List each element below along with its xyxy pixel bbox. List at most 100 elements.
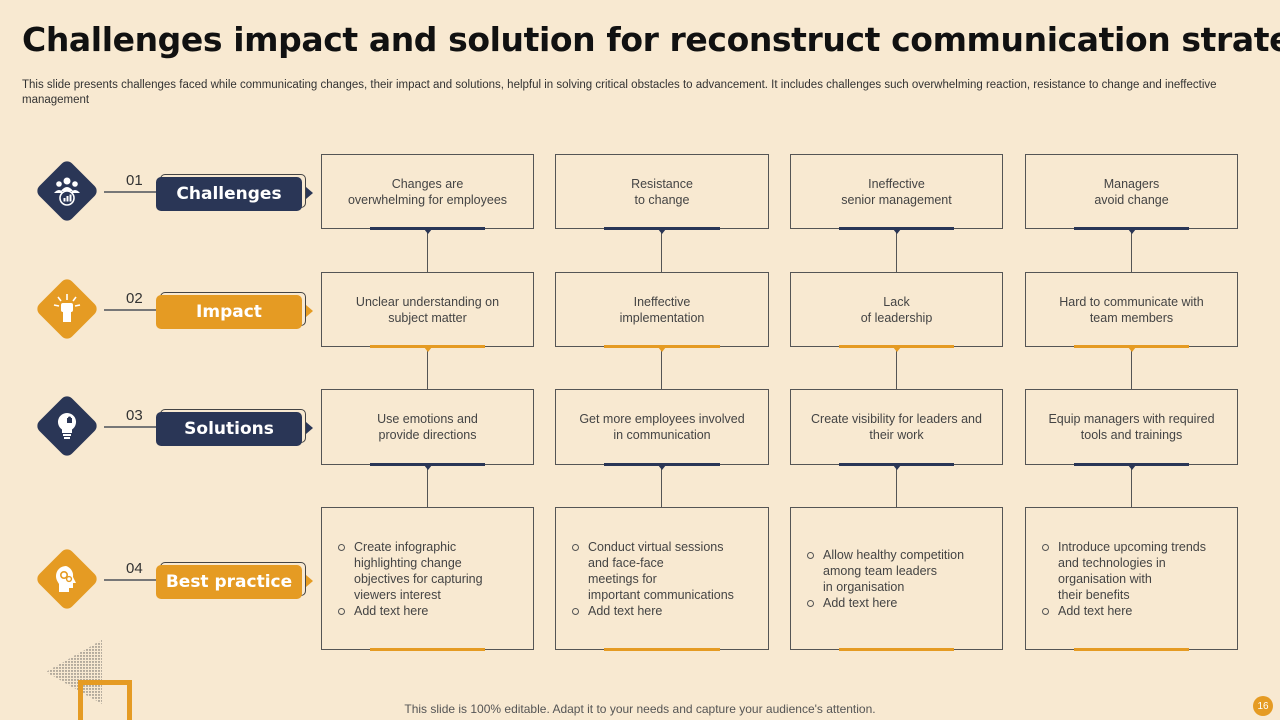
box-accent-bar — [604, 463, 720, 466]
challenge-box: Ineffective senior management — [790, 154, 1003, 234]
box-text-line: provide directions — [378, 428, 477, 442]
list-item: Add text here — [805, 595, 992, 611]
list-item-line: among team leaders — [823, 564, 937, 578]
box-accent-pointer — [423, 465, 432, 470]
column-connector — [427, 465, 428, 507]
row-number: 04 — [126, 560, 143, 577]
box-text-line: Managers — [1103, 177, 1160, 191]
column-connector — [427, 229, 428, 272]
list-item-line: Add text here — [588, 604, 663, 618]
box-accent-bar — [1074, 345, 1189, 348]
row-header-best-practice: 04 Best practice — [34, 546, 318, 620]
column-connector — [1131, 229, 1132, 272]
best-practice-box: Allow healthy competition among team lea… — [790, 507, 1003, 651]
list-item-line: Allow healthy competition — [823, 548, 965, 562]
label-arrow-icon — [306, 575, 313, 587]
box-accent-pointer — [892, 347, 901, 352]
solution-box: Use emotions and provide directions — [321, 389, 534, 470]
list-item: Add text here — [570, 603, 758, 619]
column-connector — [661, 347, 662, 390]
column-connector — [1131, 465, 1132, 507]
box-text-line: senior management — [841, 193, 952, 207]
gold-frame-decoration — [78, 680, 132, 720]
list-item-line: highlighting change — [354, 556, 462, 570]
box-text-line: Equip managers with required — [1048, 412, 1215, 426]
solutions-label: Solutions — [156, 412, 302, 446]
box-accent-pointer — [658, 229, 666, 234]
box-text-line: Use emotions and — [377, 412, 478, 426]
list-item-line: Add text here — [354, 604, 429, 618]
list-item: Add text here — [336, 603, 523, 619]
box-text-line: subject matter — [388, 311, 467, 325]
best-practice-box: Create infographic highlighting change o… — [321, 507, 534, 651]
impact-label: Impact — [156, 295, 302, 329]
box-text-line: Ineffective — [633, 295, 691, 309]
column-connector — [896, 229, 897, 272]
list-item-line: viewers interest — [354, 588, 441, 602]
box-accent-bar — [839, 345, 954, 348]
row-number: 03 — [126, 407, 143, 424]
row-header-impact: 02 Impact — [34, 276, 318, 350]
box-text-line: Changes are — [391, 177, 464, 191]
label-arrow-icon — [306, 305, 313, 317]
row-number: 02 — [126, 290, 143, 307]
box-accent-pointer — [1127, 229, 1136, 234]
column-connector — [661, 229, 662, 272]
box-text-line: Lack — [883, 295, 910, 309]
lightbulb-puzzle-icon — [44, 403, 90, 449]
box-accent-pointer — [1127, 465, 1136, 470]
list-item-line: Create infographic — [354, 540, 457, 554]
best-practice-label: Best practice — [156, 565, 302, 599]
dotted-triangle-decoration — [46, 640, 102, 704]
box-text-line: Ineffective — [868, 177, 925, 191]
box-accent-bar — [370, 648, 485, 651]
column-connector — [661, 465, 662, 507]
impact-box: Lack of leadership — [790, 272, 1003, 352]
box-text-line: Unclear understanding on — [355, 295, 500, 309]
box-text-line: of leadership — [860, 311, 933, 325]
box-accent-bar — [370, 227, 485, 230]
box-accent-pointer — [892, 229, 901, 234]
box-accent-bar — [839, 227, 954, 230]
list-item-line: Conduct virtual sessions — [588, 540, 724, 554]
row-header-solutions: 03 Solutions — [34, 393, 318, 467]
box-text-line: implementation — [619, 311, 705, 325]
slide-footer: This slide is 100% editable. Adapt it to… — [404, 702, 876, 716]
column-connector — [896, 347, 897, 390]
box-accent-bar — [1074, 227, 1189, 230]
list-item-line: Add text here — [823, 596, 898, 610]
box-accent-bar — [1074, 463, 1189, 466]
list-item: Create infographic highlighting change o… — [336, 539, 523, 603]
team-chart-icon — [44, 168, 90, 214]
list-item-line: in organisation — [823, 580, 905, 594]
box-accent-bar — [839, 463, 954, 466]
slide-title: Challenges impact and solution for recon… — [22, 20, 1280, 59]
box-text-line: avoid change — [1094, 193, 1169, 207]
slide-subtitle: This slide presents challenges faced whi… — [22, 79, 1217, 106]
box-accent-bar — [1074, 648, 1189, 651]
row-header-challenges: 01 Challenges — [34, 158, 318, 232]
box-accent-bar — [370, 345, 485, 348]
box-accent-pointer — [658, 465, 666, 470]
best-practice-box: Conduct virtual sessions and face-face m… — [555, 507, 769, 651]
list-item-line: and face-face — [588, 556, 664, 570]
box-text-line: tools and trainings — [1080, 428, 1183, 442]
box-accent-bar — [604, 345, 720, 348]
label-arrow-icon — [306, 187, 313, 199]
head-gears-icon — [44, 556, 90, 602]
box-accent-pointer — [658, 347, 666, 352]
list-item: Add text here — [1040, 603, 1227, 619]
row-connector-line — [104, 309, 158, 311]
box-text-line: Create visibility for leaders and — [811, 412, 982, 426]
list-item-line: meetings for — [588, 572, 657, 586]
list-item-line: important communications — [588, 588, 734, 602]
box-accent-bar — [604, 227, 720, 230]
row-connector-line — [104, 426, 158, 428]
label-arrow-icon — [306, 422, 313, 434]
box-text-line: Get more employees involved — [579, 412, 745, 426]
page-number-badge: 16 — [1253, 696, 1273, 716]
list-item: Allow healthy competition among team lea… — [805, 547, 992, 595]
